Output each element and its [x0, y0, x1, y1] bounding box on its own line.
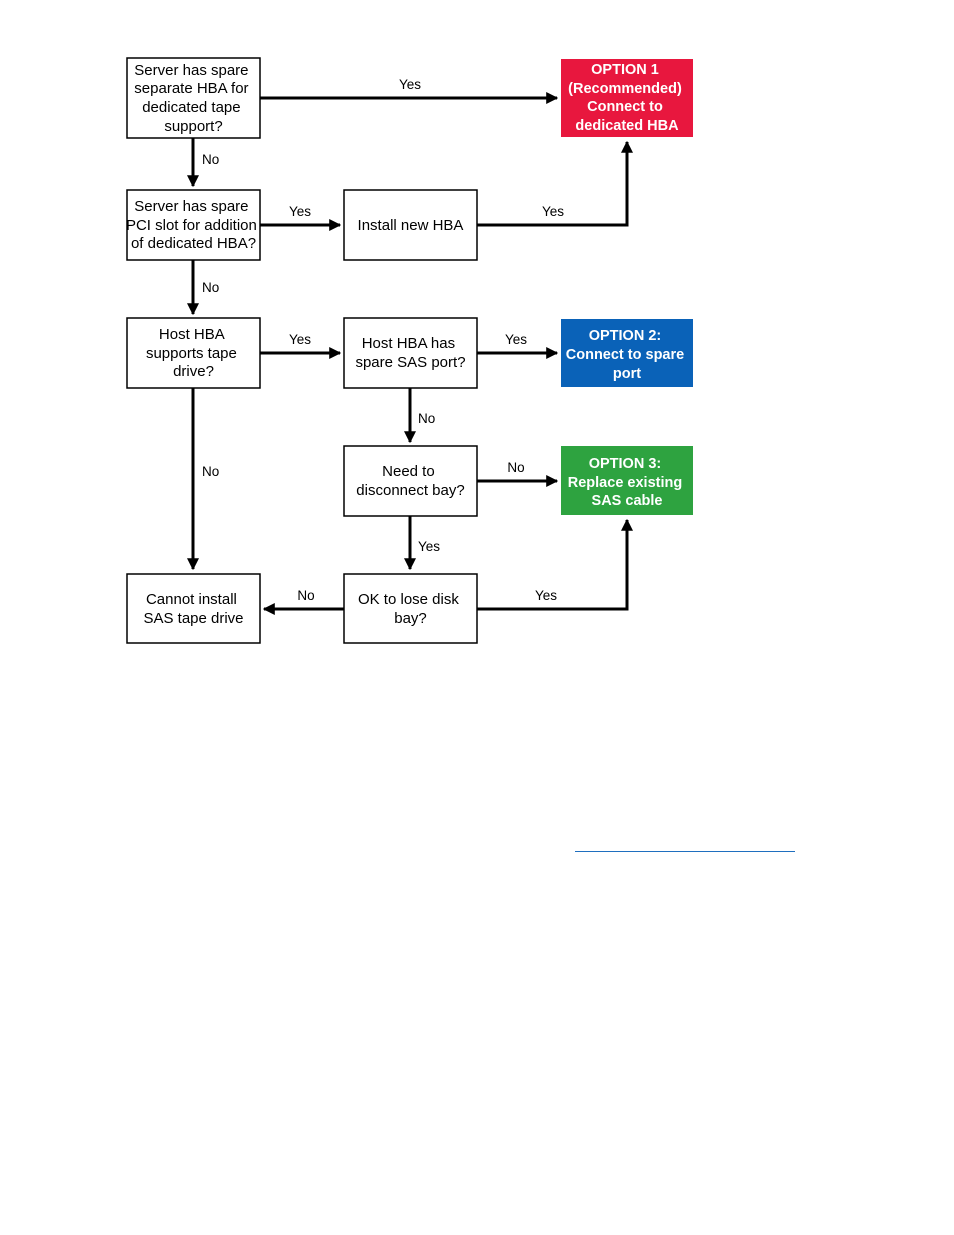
- node-line: dedicated HBA: [575, 118, 679, 134]
- node-line: separate HBA for: [134, 80, 248, 97]
- node-line: Server has spare: [134, 198, 248, 215]
- svg-text:OPTION 3: Replace existi: OPTION 3: Replace existing SAS cable: [568, 456, 686, 509]
- node-ok-lose-bay: OK to lose disk bay?: [343, 573, 478, 644]
- node-line: Connect to: [587, 99, 663, 115]
- node-line: OK to lose disk: [358, 591, 459, 608]
- node-option1: OPTION 1 (Recommended) Connect to dedica…: [561, 59, 693, 137]
- node-host-supports: Host HBA supports tape drive?: [126, 317, 261, 389]
- svg-text:OPTION 1 (Recommended): OPTION 1 (Recommended) Connect to dedica…: [568, 62, 686, 134]
- node-line: OPTION 3:: [589, 456, 662, 472]
- node-line: Host HBA: [159, 326, 225, 343]
- node-option3: OPTION 3: Replace existing SAS cable: [561, 446, 693, 515]
- node-line: spare SAS port?: [355, 354, 465, 371]
- edge-label: No: [418, 411, 435, 426]
- node-line: Server has spare: [134, 62, 248, 79]
- node-line: Cannot install: [146, 591, 237, 608]
- node-line: port: [613, 366, 641, 382]
- svg-text:Host HBA has spare SAS p: Host HBA has spare SAS port?: [355, 335, 465, 371]
- node-line: dedicated tape: [142, 99, 240, 116]
- node-line: OPTION 1: [591, 62, 659, 78]
- node-install-hba: Install new HBA: [343, 189, 478, 261]
- svg-text:Cannot install SAS tape: Cannot install SAS tape drive: [143, 591, 243, 627]
- node-option2: OPTION 2: Connect to spare port: [561, 319, 693, 387]
- edge-label: No: [202, 464, 219, 479]
- edge-label: Yes: [535, 588, 557, 603]
- node-line: PCI slot for addition: [126, 217, 257, 234]
- node-line: Replace existing: [568, 475, 682, 491]
- edges: [187, 92, 633, 615]
- edge-label: No: [507, 460, 524, 475]
- edge-label: No: [202, 280, 219, 295]
- hyperlink-underline[interactable]: [575, 851, 795, 852]
- edge-label: Yes: [289, 332, 311, 347]
- svg-text:Server has spare separat: Server has spare separate HBA for dedica…: [134, 62, 252, 135]
- node-line: Need to: [382, 463, 435, 480]
- node-spare-pci: Server has spare PCI slot for addition o…: [126, 189, 261, 261]
- node-line: disconnect bay?: [356, 482, 464, 499]
- node-line: support?: [164, 118, 222, 135]
- edge-label: No: [202, 152, 219, 167]
- svg-text:Need to disconnect bay?: Need to disconnect bay?: [356, 463, 464, 499]
- edge-label: No: [297, 588, 314, 603]
- svg-text:Server has spare PCI slo: Server has spare PCI slot for addition o…: [126, 198, 261, 252]
- node-line: SAS tape drive: [143, 610, 243, 627]
- svg-text:Install new HBA: Install new HBA: [358, 217, 464, 234]
- edge-ok-lose-bay-yes: [477, 518, 633, 611]
- node-line: drive?: [173, 363, 214, 380]
- edge-label: Yes: [418, 539, 440, 554]
- edge-label: Yes: [505, 332, 527, 347]
- svg-text:Host HBA supports tape: Host HBA supports tape drive?: [146, 326, 241, 380]
- edge-label: Yes: [542, 204, 564, 219]
- node-line: Host HBA has: [362, 335, 455, 352]
- node-spare-hba: Server has spare separate HBA for dedica…: [126, 57, 261, 139]
- node-cannot-install: Cannot install SAS tape drive: [126, 573, 261, 644]
- node-line: Install new HBA: [358, 217, 464, 234]
- node-line: SAS cable: [592, 493, 663, 509]
- edge-install-hba-yes: [477, 140, 633, 227]
- node-line: of dedicated HBA?: [131, 235, 256, 252]
- node-line: supports tape: [146, 345, 237, 362]
- node-line: (Recommended): [568, 81, 682, 97]
- edge-labels: Yes No Yes Yes No Yes Yes No No No Yes N…: [202, 77, 564, 603]
- svg-text:OPTION 2: Connect to spa: OPTION 2: Connect to spare port: [566, 328, 688, 382]
- node-line: OPTION 2:: [589, 328, 662, 344]
- node-line: Connect to spare: [566, 347, 684, 363]
- svg-text:OK to lose disk bay?: OK to lose disk bay?: [358, 591, 463, 627]
- edge-label: Yes: [399, 77, 421, 92]
- node-line: bay?: [394, 610, 427, 627]
- edge-label: Yes: [289, 204, 311, 219]
- node-host-spare-port: Host HBA has spare SAS port?: [343, 317, 478, 389]
- node-need-disconnect: Need to disconnect bay?: [343, 445, 478, 517]
